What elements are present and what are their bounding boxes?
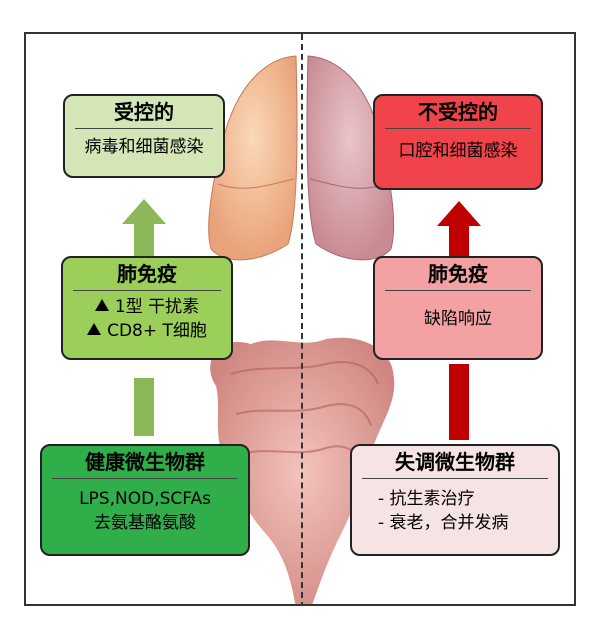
left-arrow-head bbox=[122, 199, 166, 224]
up-arrow-icon bbox=[94, 299, 109, 311]
right-bottom-box: 失调微生物群 - 抗生素治疗 - 衰老，合并发病 bbox=[350, 444, 560, 556]
box-line: - 衰老，合并发病 bbox=[378, 513, 509, 533]
up-arrow-icon bbox=[87, 323, 102, 335]
center-divider bbox=[301, 34, 303, 604]
healthy-lung-lobe-line bbox=[217, 178, 295, 189]
box-line: 病毒和细菌感染 bbox=[84, 137, 204, 157]
box-title: 健康微生物群 bbox=[85, 450, 205, 474]
title-rule bbox=[52, 478, 238, 479]
left-mid-box: 肺免疫 1型 干扰素 CD8+ T细胞 bbox=[61, 256, 233, 360]
title-rule bbox=[385, 128, 531, 129]
left-top-box: 受控的 病毒和细菌感染 bbox=[63, 94, 225, 178]
healthy-lung bbox=[208, 55, 298, 261]
box-title: 失调微生物群 bbox=[395, 450, 515, 474]
title-rule bbox=[385, 290, 531, 291]
box-line: 缺陷响应 bbox=[424, 309, 492, 329]
title-rule bbox=[362, 478, 548, 479]
box-line: CD8+ T细胞 bbox=[107, 321, 207, 341]
right-mid-box: 肺免疫 缺陷响应 bbox=[373, 256, 543, 360]
intestine-fold bbox=[230, 361, 379, 385]
title-rule bbox=[75, 128, 213, 129]
box-line: LPS,NOD,SCFAs bbox=[79, 489, 211, 509]
left-arrow-shaft bbox=[134, 378, 154, 436]
title-rule bbox=[73, 290, 221, 291]
left-arrow-shaft-upper bbox=[134, 222, 154, 260]
left-bottom-box: 健康微生物群 LPS,NOD,SCFAs 去氨基酪氨酸 bbox=[40, 444, 250, 556]
right-arrow-shaft bbox=[449, 364, 469, 440]
diseased-lung bbox=[306, 55, 395, 261]
box-title: 不受控的 bbox=[418, 100, 498, 124]
box-title: 肺免疫 bbox=[428, 262, 488, 286]
box-line: 口腔和细菌感染 bbox=[398, 141, 518, 161]
intestine-fold bbox=[235, 403, 372, 427]
right-arrow-head bbox=[437, 201, 481, 226]
box-title: 肺免疫 bbox=[117, 262, 177, 286]
box-line: 去氨基酪氨酸 bbox=[94, 513, 196, 533]
diagram-frame: 受控的 病毒和细菌感染 肺免疫 1型 干扰素 CD8+ T细胞 健康微生物群 L… bbox=[24, 32, 576, 606]
box-line: - 抗生素治疗 bbox=[378, 489, 475, 509]
box-title: 受控的 bbox=[114, 100, 174, 124]
right-arrow-shaft-upper bbox=[449, 224, 469, 260]
right-top-box: 不受控的 口腔和细菌感染 bbox=[373, 94, 543, 190]
box-line: 1型 干扰素 bbox=[114, 297, 200, 317]
